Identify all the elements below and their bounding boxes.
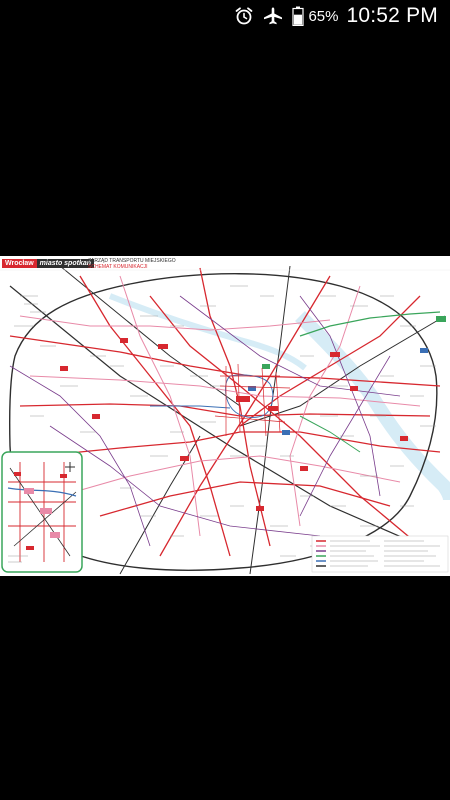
authority-name: ZARZĄD TRANSPORTU MIEJSKIEGO — [88, 258, 176, 264]
brand-tagline: miasto spotkań — [36, 259, 95, 268]
map-legend — [311, 535, 449, 573]
map-inset — [1, 451, 83, 573]
battery-icon — [292, 6, 305, 26]
transit-map-image[interactable]: Wrocław miasto spotkań ZARZĄD TRANSPORTU… — [0, 256, 450, 576]
brand-city: Wrocław — [2, 259, 37, 268]
map-brand-logo: Wrocław miasto spotkań — [2, 259, 95, 268]
alarm-clock-icon — [234, 6, 254, 26]
authority-subtitle: SCHEMAT KOMUNIKACJI — [88, 264, 148, 270]
airplane-mode-icon — [262, 6, 284, 26]
map-authority: ZARZĄD TRANSPORTU MIEJSKIEGO SCHEMAT KOM… — [88, 258, 176, 270]
clock-time: 10:52 PM — [346, 4, 438, 27]
image-viewer[interactable]: Wrocław miasto spotkań ZARZĄD TRANSPORTU… — [0, 32, 450, 800]
transit-map-graphic — [0, 256, 450, 576]
battery-percentage: 65% — [308, 7, 339, 25]
status-bar: 65% 10:52 PM — [0, 0, 450, 32]
battery-fill — [294, 14, 303, 25]
